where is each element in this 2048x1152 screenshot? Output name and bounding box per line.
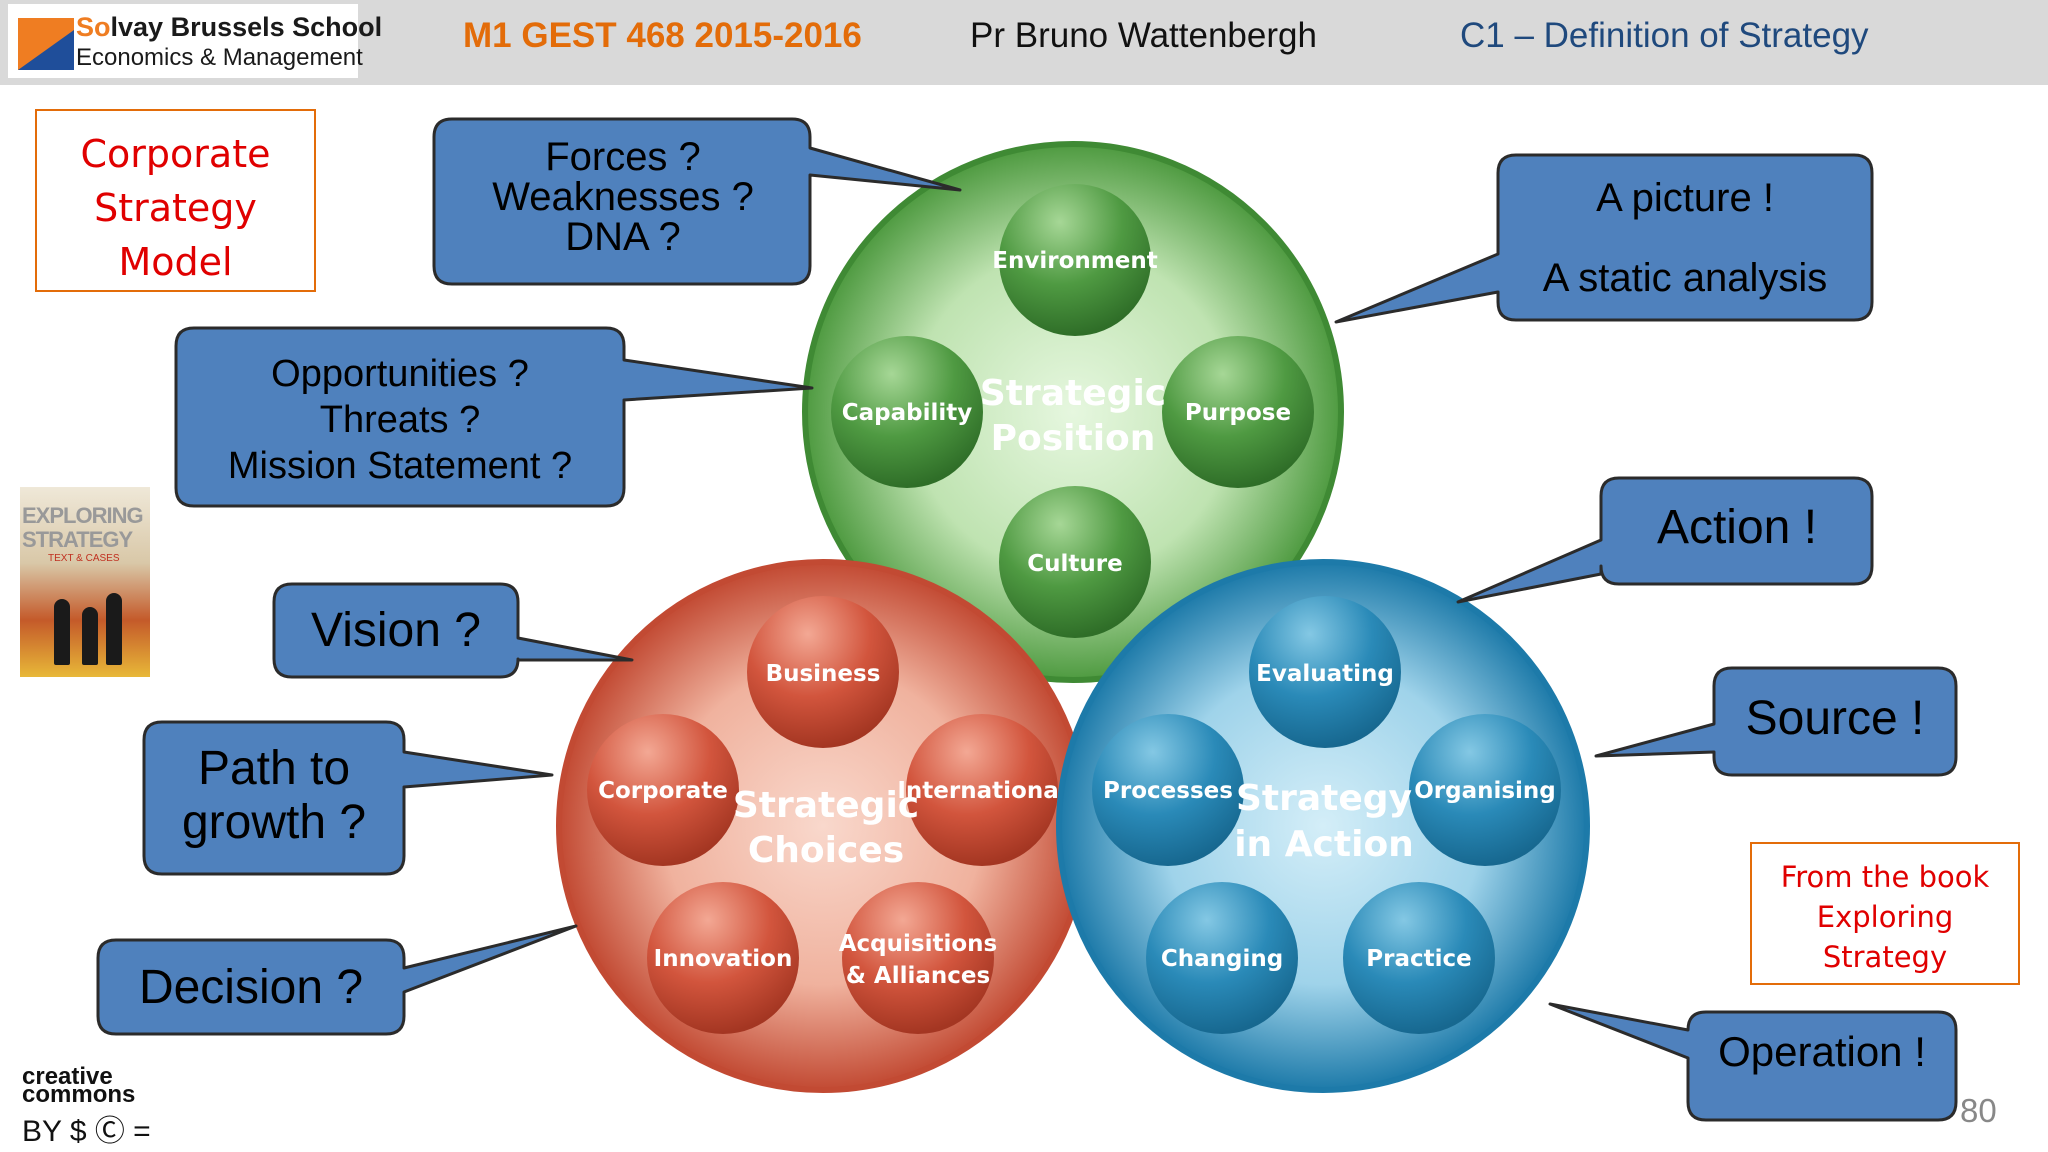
environment-node [999, 184, 1151, 336]
logo-mark-icon [18, 18, 74, 70]
cc-license-icons: BY $ Ⓒ = [22, 1115, 151, 1148]
node-label: Changing [1161, 946, 1283, 972]
book-title: EXPLORING [22, 503, 144, 528]
node-label: Capability [842, 400, 973, 426]
page-number: 80 [1960, 1092, 1997, 1129]
model-title-box: Corporate Strategy Model [35, 109, 316, 292]
callout-text: A static analysis [1543, 256, 1828, 300]
circle-title: Strategy [1236, 778, 1412, 819]
node-label: Processes [1103, 778, 1233, 804]
callout-text: Action ! [1657, 501, 1817, 554]
corporate-node [587, 714, 739, 866]
callout-text: Path to [198, 742, 350, 795]
node-label: Business [766, 661, 881, 687]
source-note-box: From the book Exploring Strategy [1750, 842, 2020, 985]
logo-line-1: Solvay Brussels School [76, 12, 383, 42]
callout-action [1456, 476, 1874, 604]
node-label: Acquisitions [839, 931, 997, 957]
strategic-position-circle: Environment Capability Purpose Culture S… [802, 141, 1344, 683]
callout-text: Weaknesses ? [492, 175, 754, 219]
callout-opportunities [174, 326, 814, 508]
callout-text: Opportunities ? [271, 353, 529, 395]
circle-title: Strategic [733, 785, 919, 826]
callout-operation [1548, 1002, 1958, 1122]
callout-path [142, 720, 554, 876]
circle-title: in Action [1234, 824, 1414, 865]
model-title-line: Model [118, 240, 233, 284]
callout-picture [1334, 153, 1874, 324]
node-label: Evaluating [1256, 661, 1394, 687]
callout-text: Vision ? [311, 604, 481, 657]
node-label: Purpose [1185, 400, 1291, 426]
figure-silhouette [106, 593, 122, 665]
figure-silhouette [82, 607, 98, 665]
book-subtitle: TEXT & CASES [48, 553, 120, 564]
source-note-line: Strategy [1822, 940, 1948, 974]
professor-name: Pr Bruno Wattenbergh [970, 16, 1317, 55]
book-cover-image: EXPLORING STRATEGY TEXT & CASES [20, 487, 150, 677]
model-title-line: Strategy [94, 186, 257, 230]
chapter-title: C1 – Definition of Strategy [1460, 16, 1869, 55]
circle-title: Position [991, 418, 1156, 459]
callout-text: A picture ! [1596, 176, 1774, 220]
source-note-line: From the book [1780, 860, 1990, 894]
callout-text: DNA ? [565, 215, 681, 259]
changing-node [1146, 882, 1298, 1034]
strategy-in-action-circle: Evaluating Processes Organising Changing… [1056, 559, 1590, 1093]
model-title-line: Corporate [80, 132, 271, 176]
processes-node [1092, 714, 1244, 866]
node-label: Practice [1366, 946, 1471, 972]
callout-text: Source ! [1746, 692, 1925, 745]
circle-title: Choices [748, 830, 904, 871]
school-logo: Solvay Brussels School Economics & Manag… [8, 4, 382, 78]
acquisitions-node [842, 882, 994, 1034]
capability-node [831, 336, 983, 488]
callout-source [1594, 666, 1958, 777]
logo-line-2: Economics & Management [76, 44, 363, 71]
header-bar: Solvay Brussels School Economics & Manag… [0, 0, 2048, 85]
international-node [906, 714, 1058, 866]
node-label: Innovation [654, 946, 793, 972]
callout-text: Decision ? [139, 961, 363, 1014]
callout-text: Mission Statement ? [228, 445, 572, 487]
innovation-node [647, 882, 799, 1034]
figure-silhouette [54, 599, 70, 665]
node-label: Environment [992, 248, 1157, 274]
callout-forces [432, 117, 962, 286]
organising-node [1409, 714, 1561, 866]
source-note-line: Exploring [1816, 900, 1954, 934]
culture-node [999, 486, 1151, 638]
book-title: STRATEGY [22, 527, 133, 552]
practice-node [1343, 882, 1495, 1034]
strategic-choices-circle: Business Corporate International Innovat… [556, 559, 1090, 1093]
callout-text: growth ? [182, 796, 366, 849]
callout-decision [96, 924, 578, 1036]
evaluating-node [1249, 596, 1401, 748]
callout-text: Operation ! [1718, 1028, 1926, 1075]
callout-text: Forces ? [545, 135, 701, 179]
purpose-node [1162, 336, 1314, 488]
node-label: & Alliances [846, 963, 990, 989]
node-label: Culture [1027, 551, 1122, 577]
node-label: Organising [1414, 778, 1556, 804]
business-node [747, 596, 899, 748]
circle-title: Strategic [980, 373, 1166, 414]
callout-text: Threats ? [320, 399, 481, 441]
node-label: Corporate [598, 778, 728, 804]
callout-vision [272, 582, 634, 679]
node-label: International [897, 778, 1066, 804]
course-code: M1 GEST 468 2015-2016 [463, 16, 862, 55]
